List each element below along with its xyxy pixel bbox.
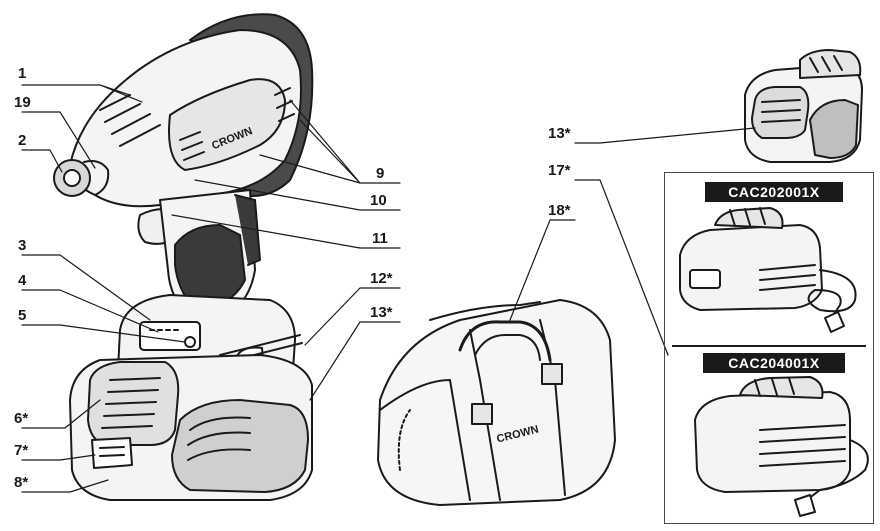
label-9: 9	[376, 165, 385, 182]
charger-model-b: CAC204001X	[703, 353, 845, 373]
bag-handles	[458, 320, 552, 362]
side-vents	[179, 87, 295, 161]
label-13-tool: 13*	[370, 304, 393, 321]
nose-vents	[99, 94, 161, 147]
label-17: 17*	[548, 162, 571, 179]
battery-release	[91, 437, 133, 469]
label-10: 10	[370, 192, 387, 209]
label-13-battery: 13*	[548, 125, 571, 142]
label-5: 5	[18, 307, 27, 324]
side-panel	[168, 78, 286, 171]
label-1: 1	[18, 65, 27, 82]
label-7: 7*	[14, 442, 29, 459]
spare-battery	[744, 49, 863, 163]
label-12: 12*	[370, 270, 393, 287]
charger-b-drawing	[694, 376, 869, 517]
grip	[174, 224, 246, 306]
label-18: 18*	[548, 202, 571, 219]
label-4: 4	[18, 272, 27, 289]
label-19: 19	[14, 94, 31, 111]
charger-model-a: CAC202001X	[705, 182, 843, 202]
tool-bag	[377, 299, 616, 506]
charger-divider	[672, 345, 866, 347]
impact-driver	[53, 13, 314, 501]
charger-a-drawing	[679, 207, 857, 333]
battery-rubber	[171, 399, 309, 493]
label-11: 11	[372, 230, 388, 247]
label-6: 6*	[14, 410, 29, 427]
label-2: 2	[18, 132, 27, 149]
leader-lines	[21, 84, 756, 493]
label-3: 3	[18, 237, 27, 254]
label-8: 8*	[14, 474, 29, 491]
charger-panel	[664, 172, 874, 524]
